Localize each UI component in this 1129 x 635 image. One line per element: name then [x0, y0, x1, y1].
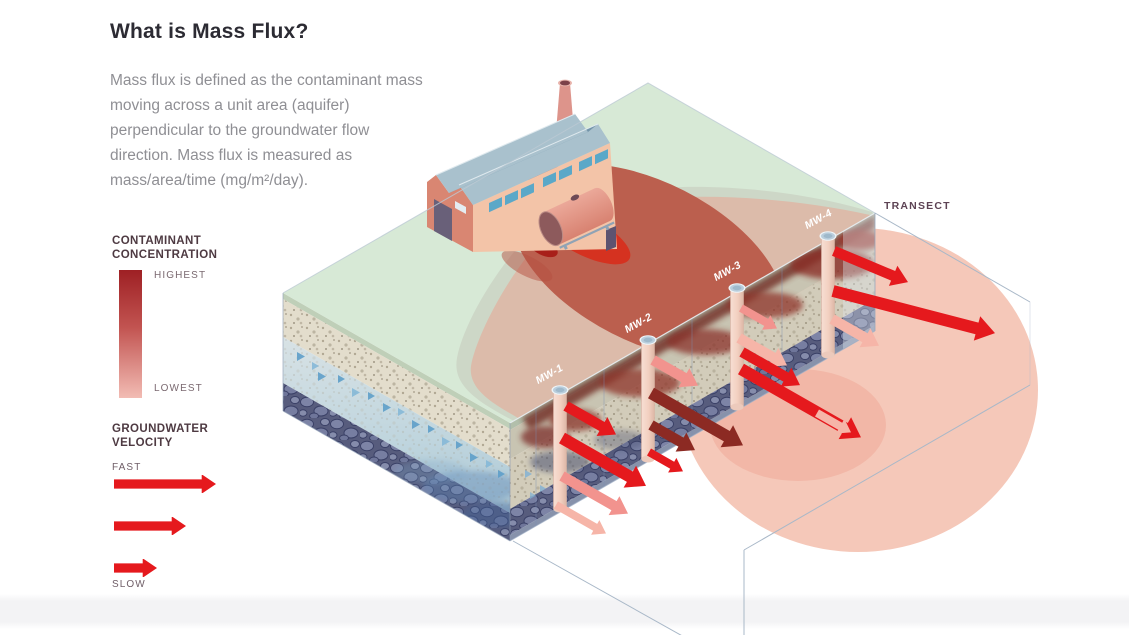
flux-arrow-mw-1-2 [559, 432, 646, 488]
concentration-gradient-bar [119, 270, 142, 398]
factory-front-door [606, 226, 616, 251]
legend-contaminant-concentration: CONTAMINANT CONCENTRATION HIGHEST LOWEST [112, 234, 312, 420]
platform-edges [512, 212, 1031, 635]
velocity-arrow-glyph-medium [114, 517, 186, 535]
storage-tank [538, 187, 615, 250]
flux-arrow-mw-2-4 [647, 448, 683, 473]
concentration-highest-label: HIGHEST [154, 270, 207, 281]
flux-arrow-mw-2-1 [650, 355, 698, 388]
factory-garage-door [434, 199, 452, 241]
transect-plane [843, 213, 875, 349]
flux-arrow-mw-4-3 [829, 314, 879, 348]
soil-left-face [282, 293, 511, 542]
transect-label: TRANSECT [884, 200, 951, 212]
factory-sign [455, 201, 466, 214]
flux-arrow-mw-4-2 [831, 285, 995, 341]
flux-arrow-mw-3-1 [739, 304, 777, 330]
transect-face [509, 212, 876, 542]
concentration-lowest-label: LOWEST [154, 383, 203, 394]
factory-windows [489, 149, 608, 213]
page-bottom-strip [0, 594, 1129, 629]
velocity-legend-heading: GROUNDWATER VELOCITY [112, 423, 209, 449]
legend-groundwater-velocity: GROUNDWATER VELOCITY FAST SLOW [112, 422, 332, 590]
aquifer-contamination [521, 215, 875, 499]
page-title: What is Mass Flux? [110, 20, 309, 43]
well-mw1 [551, 385, 569, 513]
flux-arrow-mw-4-4 [815, 409, 851, 434]
definition-text: Mass flux is defined as the contaminant … [110, 72, 423, 189]
flux-arrow-mw-1-1 [563, 401, 616, 436]
water-triangles [297, 352, 505, 478]
flux-arrow-mw-1-4 [554, 501, 606, 535]
concentration-legend-heading: CONTAMINANT CONCENTRATION [112, 235, 218, 261]
velocity-arrow-glyph-slow [114, 559, 157, 577]
velocity-arrow-medium [114, 517, 186, 535]
flux-arrow-mw-1-3 [559, 471, 628, 516]
velocity-arrow-glyph-fast [114, 475, 216, 493]
velocity-slow-label: SLOW [112, 579, 146, 590]
plume-tail [501, 250, 553, 282]
flux-arrow-mw-2-3 [648, 420, 695, 452]
flux-arrow-mw-2-2 [648, 387, 743, 448]
info-panel: What is Mass Flux? Mass flux is defined … [110, 20, 428, 590]
velocity-arrow-slow [114, 559, 157, 577]
well-mw4 [819, 231, 837, 359]
surface-edge [282, 82, 876, 294]
mass-flux-arrows [554, 246, 995, 535]
flux-arrow-mw-3-2 [736, 333, 787, 367]
velocity-arrow-fast [114, 475, 216, 493]
flux-arrow-mw-3-3 [739, 347, 800, 387]
velocity-fast-label: FAST [112, 462, 142, 473]
well-mw3 [728, 283, 746, 411]
velocity-arrows [112, 475, 332, 577]
flux-arrow-mw-4-1 [832, 246, 908, 286]
